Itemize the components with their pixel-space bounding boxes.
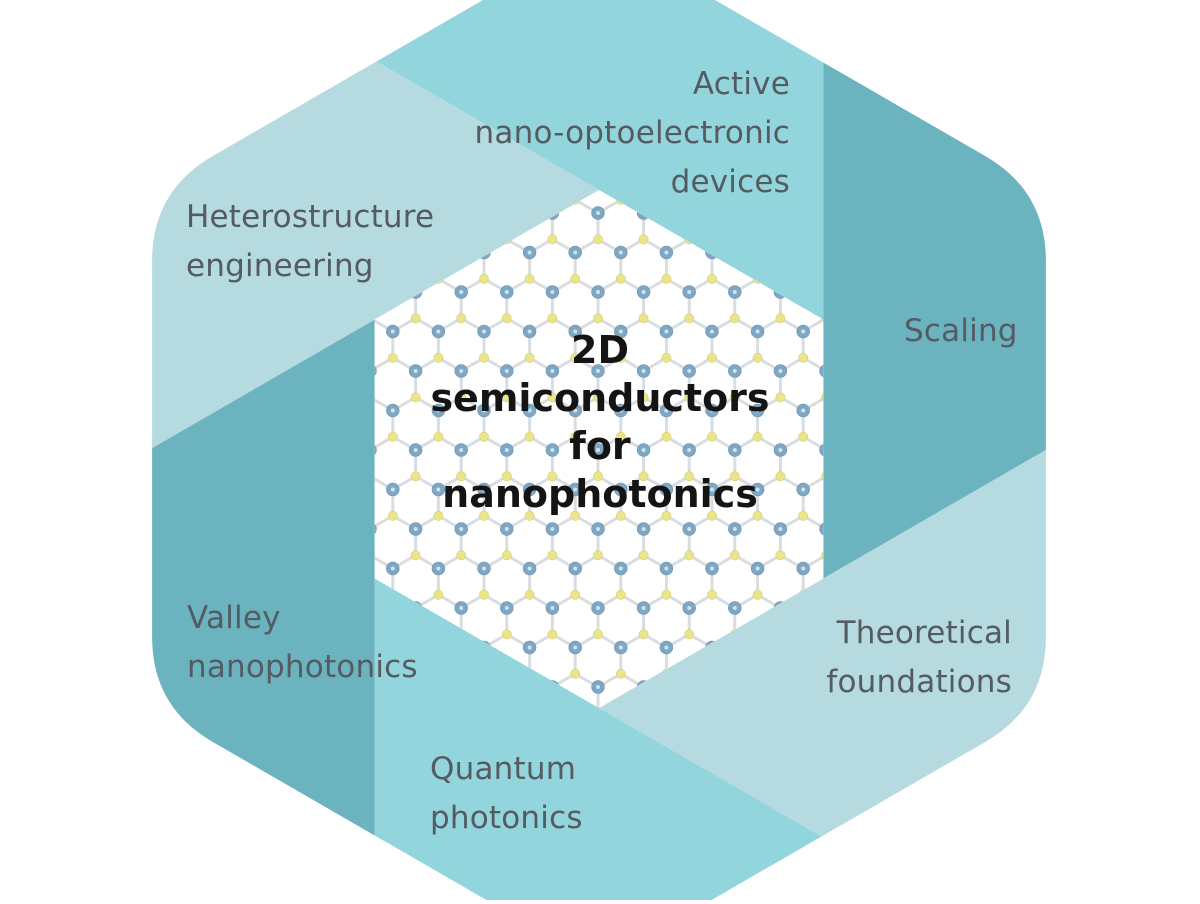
label-scaling: Scaling <box>904 313 1018 349</box>
label-valley-nanophotonics: Valley nanophotonics <box>187 600 418 685</box>
center-title: 2D semiconductors for nanophotonics <box>430 328 770 516</box>
label-active-devices: Active nano-optoelectronic devices <box>474 66 790 200</box>
label-theoretical-foundations: Theoretical foundations <box>826 615 1012 700</box>
label-quantum-photonics: Quantum photonics <box>430 751 583 836</box>
label-heterostructure-engineering: Heterostructure engineering <box>186 199 435 284</box>
